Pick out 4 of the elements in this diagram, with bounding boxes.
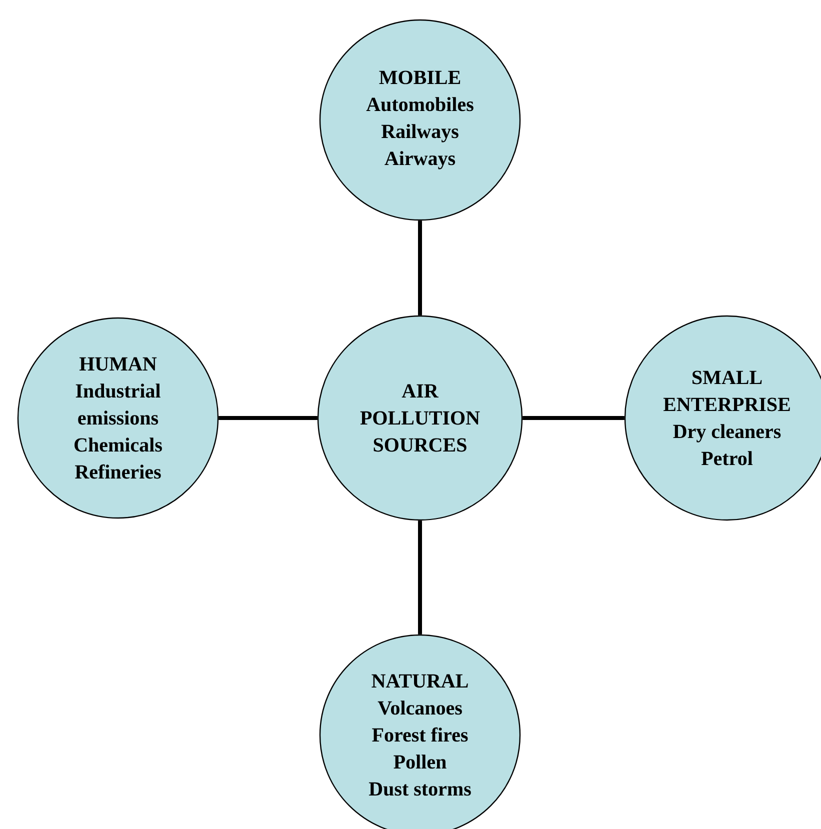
connector-line — [218, 416, 318, 420]
connector-line — [522, 416, 624, 420]
connector-line — [418, 220, 422, 316]
connector-line — [418, 520, 422, 634]
